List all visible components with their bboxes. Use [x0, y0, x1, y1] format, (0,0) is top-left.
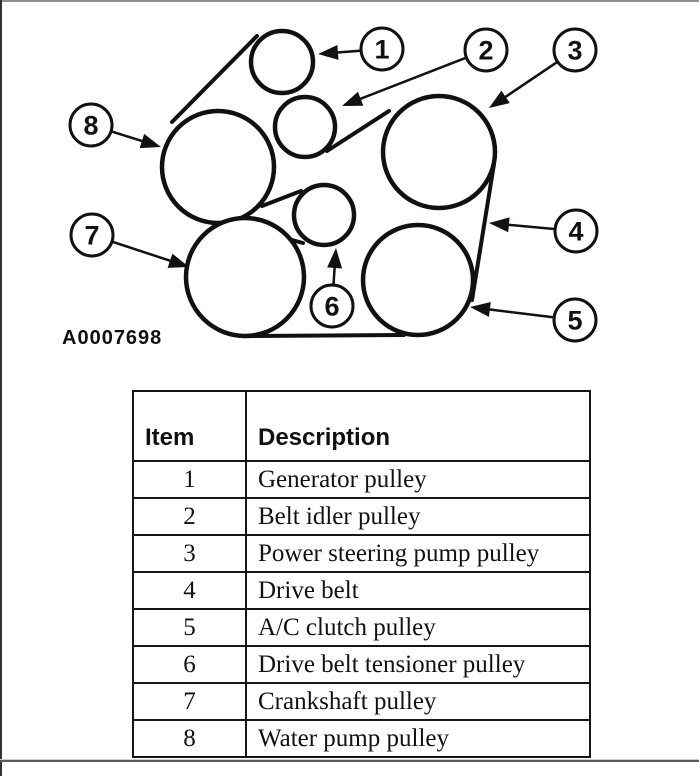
- callout-1: 1: [318, 26, 405, 72]
- callout-number: 5: [567, 306, 582, 336]
- description-cell: Drive belt: [245, 571, 591, 610]
- callout-8: 8: [68, 102, 161, 149]
- callout-circle: [552, 27, 598, 73]
- description-cell: Belt idler pulley: [245, 497, 591, 536]
- callout-arrow-line: [501, 61, 558, 101]
- drive-belt-segment: [260, 189, 303, 208]
- belt-idler-pulley: [272, 94, 338, 160]
- description-column-header: Description: [245, 390, 591, 462]
- item-column-header: Item: [132, 390, 247, 462]
- callout-arrow-line: [112, 240, 175, 264]
- crankshaft-pulley: [183, 215, 307, 339]
- legend-header-row: Item Description: [132, 390, 591, 462]
- callout-arrow-line: [333, 49, 361, 54]
- callout-arrowhead: [327, 248, 343, 269]
- description-cell: Generator pulley: [245, 460, 591, 499]
- callout-number: 1: [374, 35, 389, 65]
- item-number-cell: 8: [132, 719, 247, 758]
- callout-5: 5: [470, 297, 598, 343]
- callout-number: 4: [568, 217, 583, 247]
- figure-label: A0007698: [62, 327, 163, 349]
- water-pump-pulley: [159, 108, 277, 226]
- belt-routing-diagram: 1 2 3 4 5 6 7 8: [68, 26, 599, 343]
- callout-number: 2: [478, 36, 493, 66]
- page-top-border: [0, 0, 699, 2]
- callout-arrowhead: [470, 302, 491, 317]
- callout-number: 6: [324, 292, 339, 322]
- callout-6: 6: [309, 248, 355, 329]
- item-number-cell: 3: [132, 534, 247, 573]
- power-steering-pump-pulley: [380, 93, 498, 211]
- callout-arrow-line: [485, 307, 554, 319]
- bottom-divider: [0, 759, 699, 762]
- callout-arrowhead: [139, 133, 161, 149]
- ac-clutch-pulley: [360, 222, 476, 338]
- item-number-cell: 2: [132, 497, 247, 536]
- description-cell: Drive belt tensioner pulley: [245, 645, 591, 684]
- callout-number: 7: [84, 221, 99, 251]
- drive-belt-segment: [170, 34, 259, 124]
- callout-arrowhead: [489, 90, 510, 108]
- description-cell: Power steering pump pulley: [245, 534, 591, 573]
- callout-circle: [68, 102, 114, 148]
- drive-belt-segment: [245, 333, 406, 338]
- page-left-border: [0, 0, 2, 776]
- callout-circle: [359, 26, 405, 72]
- callout-7: 7: [69, 212, 189, 268]
- callout-circle: [552, 297, 598, 343]
- callout-arrow-line: [504, 223, 555, 231]
- item-number-cell: 1: [132, 460, 247, 499]
- callout-arrow-line: [111, 130, 147, 144]
- callout-arrow-line: [356, 56, 466, 102]
- description-cell: Crankshaft pulley: [245, 682, 591, 721]
- description-cell: A/C clutch pulley: [245, 608, 591, 647]
- callout-circle: [69, 212, 115, 258]
- drive-belt-segment: [325, 109, 391, 153]
- item-number-cell: 5: [132, 608, 247, 647]
- callout-4: 4: [489, 208, 599, 254]
- item-number-cell: 6: [132, 645, 247, 684]
- callout-circle: [309, 283, 355, 329]
- callout-number: 3: [567, 36, 582, 66]
- drive-belt-segment: [470, 162, 496, 302]
- callout-3: 3: [489, 27, 598, 108]
- callout-2: 2: [342, 27, 509, 106]
- item-number-cell: 7: [132, 682, 247, 721]
- callout-arrowhead: [167, 253, 189, 268]
- callout-circle: [553, 208, 599, 254]
- drive-belt-tensioner-pulley: [291, 182, 357, 248]
- callout-arrowhead: [318, 44, 339, 60]
- callout-circle: [463, 27, 509, 73]
- callout-arrowhead: [342, 91, 364, 106]
- callout-number: 8: [83, 111, 98, 141]
- item-number-cell: 4: [132, 571, 247, 610]
- description-cell: Water pump pulley: [245, 719, 591, 758]
- generator-pulley: [248, 28, 316, 96]
- callout-arrowhead: [489, 217, 510, 233]
